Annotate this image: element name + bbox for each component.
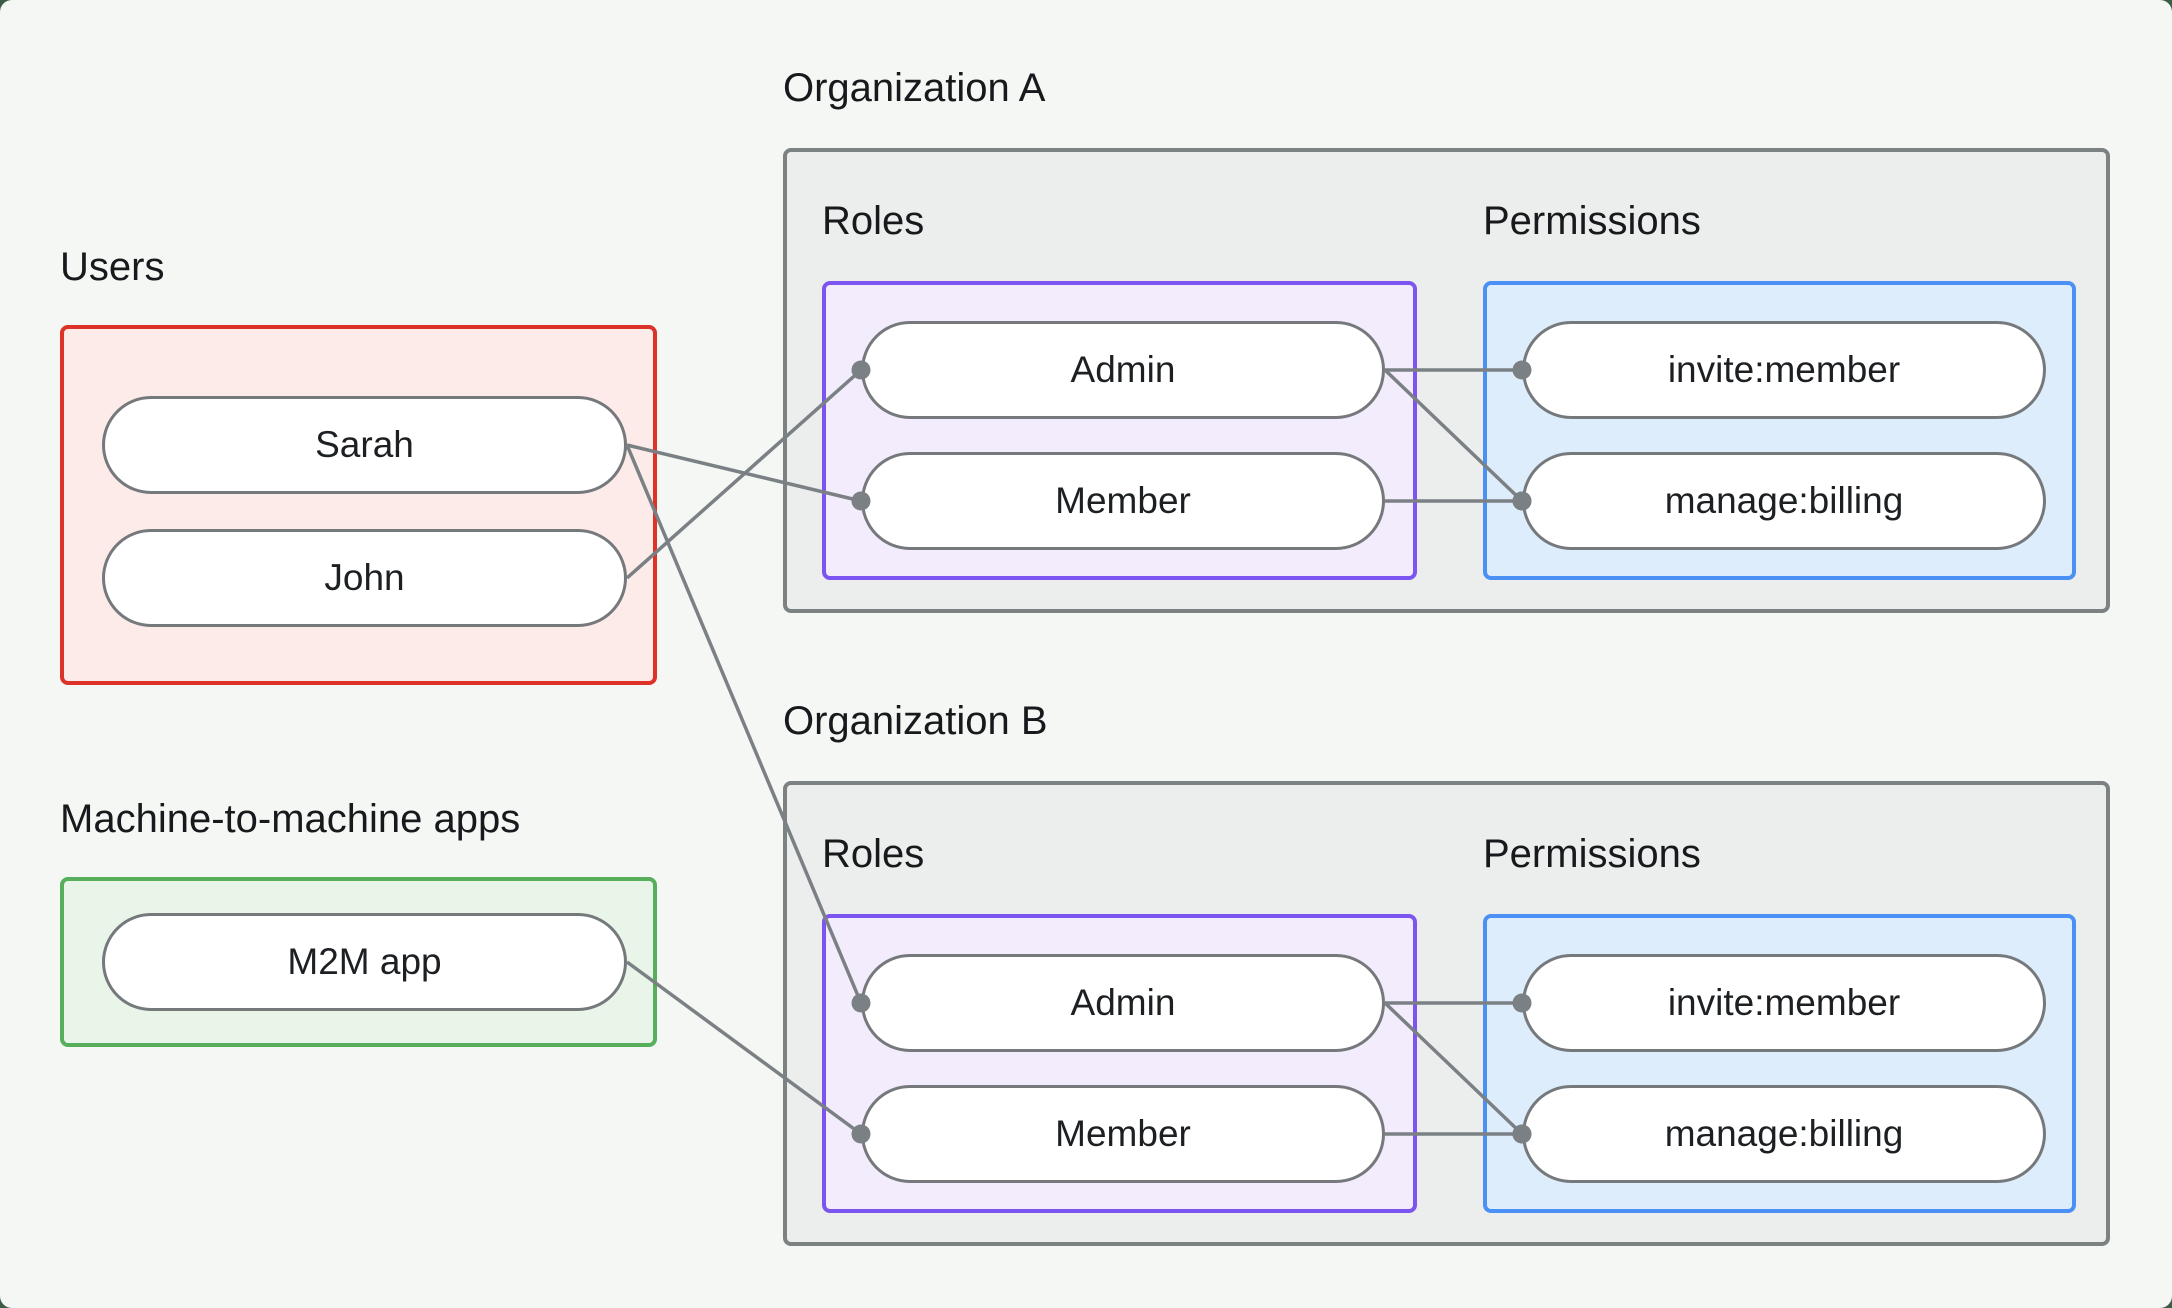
- permission-node-label: invite:member: [1667, 982, 1901, 1023]
- user-node-sarah: Sarah: [102, 396, 627, 494]
- role-node-member: Member: [861, 452, 1385, 550]
- role-node-label: Admin: [1070, 982, 1176, 1023]
- user-node-label: Sarah: [315, 424, 414, 465]
- organization-a-box: Roles Permissions Admin Member invite:me…: [783, 148, 2110, 613]
- users-group-label: Users: [60, 245, 165, 289]
- permission-node-label: manage:billing: [1664, 480, 1904, 521]
- organization-a-roles-label: Roles: [822, 199, 925, 243]
- organization-a-permissions-box: invite:member manage:billing: [1483, 281, 2076, 580]
- organization-b-box: Roles Permissions Admin Member invite:me…: [783, 781, 2110, 1246]
- organization-b-section: Organization B Roles Permissions Admin M…: [783, 697, 2110, 1246]
- organization-b-roles-box: Admin Member: [822, 914, 1417, 1213]
- organization-b-title: Organization B: [783, 699, 1048, 743]
- role-node-label: Member: [1055, 1113, 1191, 1154]
- permission-node-invite-member: invite:member: [1522, 321, 2046, 419]
- organization-a-title: Organization A: [783, 66, 1046, 110]
- organization-b-roles-label: Roles: [822, 832, 925, 876]
- permission-node-label: invite:member: [1667, 349, 1901, 390]
- organization-a-section: Organization A Roles Permissions Admin M…: [783, 64, 2110, 613]
- role-node-label: Member: [1055, 480, 1191, 521]
- role-node-admin: Admin: [861, 954, 1385, 1052]
- m2m-group-box: M2M app: [60, 877, 657, 1047]
- permission-node-manage-billing: manage:billing: [1522, 452, 2046, 550]
- organization-b-permissions-box: invite:member manage:billing: [1483, 914, 2076, 1213]
- user-node-label: John: [324, 557, 405, 598]
- permission-node-label: manage:billing: [1664, 1113, 1904, 1154]
- m2m-group-label: Machine-to-machine apps: [60, 797, 521, 841]
- organization-a-roles-box: Admin Member: [822, 281, 1417, 580]
- role-node-member: Member: [861, 1085, 1385, 1183]
- organization-a-permissions-label: Permissions: [1483, 199, 1701, 243]
- users-group-box: Sarah John: [60, 325, 657, 685]
- role-node-admin: Admin: [861, 321, 1385, 419]
- m2m-app-node: M2M app: [102, 913, 627, 1011]
- permission-node-invite-member: invite:member: [1522, 954, 2046, 1052]
- role-node-label: Admin: [1070, 349, 1176, 390]
- permission-node-manage-billing: manage:billing: [1522, 1085, 2046, 1183]
- user-node-john: John: [102, 529, 627, 627]
- organization-b-permissions-label: Permissions: [1483, 832, 1701, 876]
- m2m-app-node-label: M2M app: [287, 941, 442, 982]
